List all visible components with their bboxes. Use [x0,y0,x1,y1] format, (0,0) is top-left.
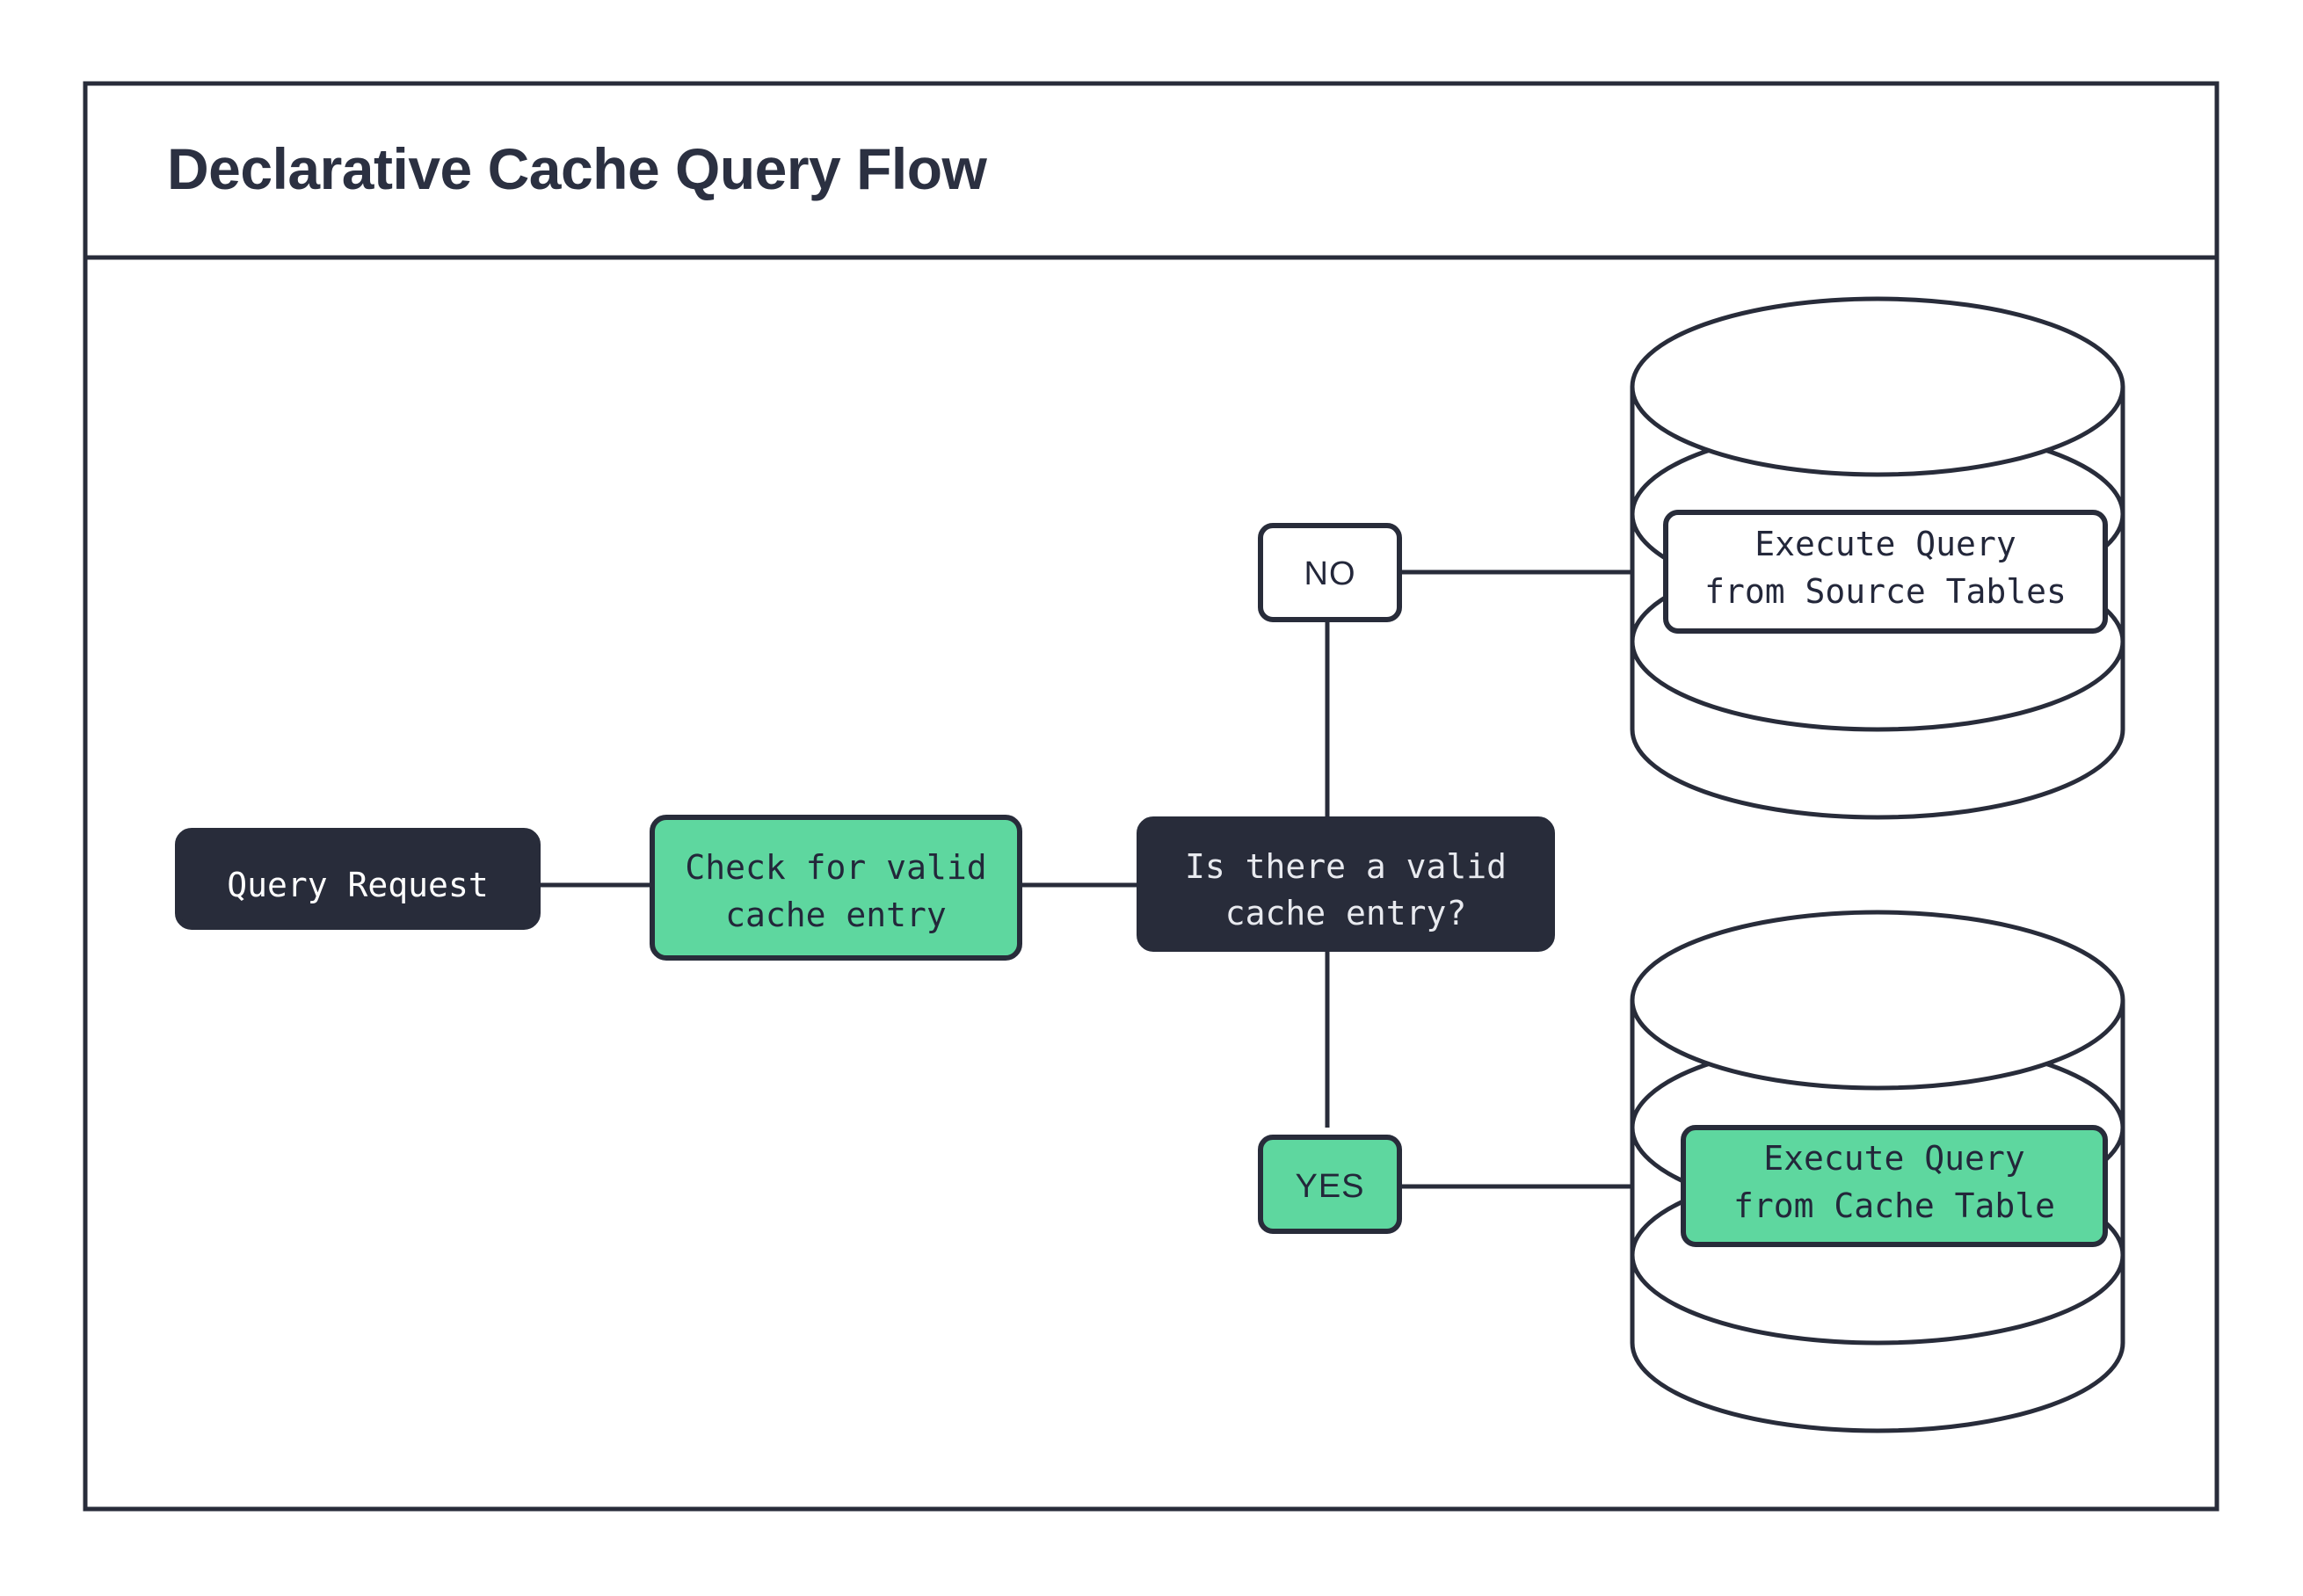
check-cache-label-line2: cache entry [725,896,947,934]
cache-db-label-box: Execute Query from Cache Table [1681,1125,2108,1247]
cache-db-label-line1: Execute Query [1763,1139,2024,1178]
branch-yes-label: YES [1295,1168,1364,1205]
check-cache-label-line1: Check for valid [685,848,986,887]
source-db-label-box: Execute Query from Source Tables [1663,510,2108,634]
branch-label-no[interactable]: NO [1258,523,1402,622]
page-title: Declarative Cache Query Flow [167,136,988,201]
node-query-request[interactable]: Query Request [175,828,541,930]
node-decision-valid-cache[interactable]: Is there a valid cache entry? [1137,816,1555,952]
source-db-label-line2: from Source Tables [1704,572,2067,611]
source-db-label-line1: Execute Query [1754,525,2016,563]
branch-label-yes[interactable]: YES [1258,1135,1402,1234]
node-check-cache[interactable]: Check for valid cache entry [650,815,1022,961]
query-request-label: Query Request [227,866,488,904]
decision-label-line1: Is there a valid [1185,847,1507,886]
diagram-frame [83,81,2219,1512]
decision-label-line2: cache entry? [1225,894,1467,932]
cache-db-label-line2: from Cache Table [1733,1186,2055,1225]
branch-no-label: NO [1304,555,1356,592]
